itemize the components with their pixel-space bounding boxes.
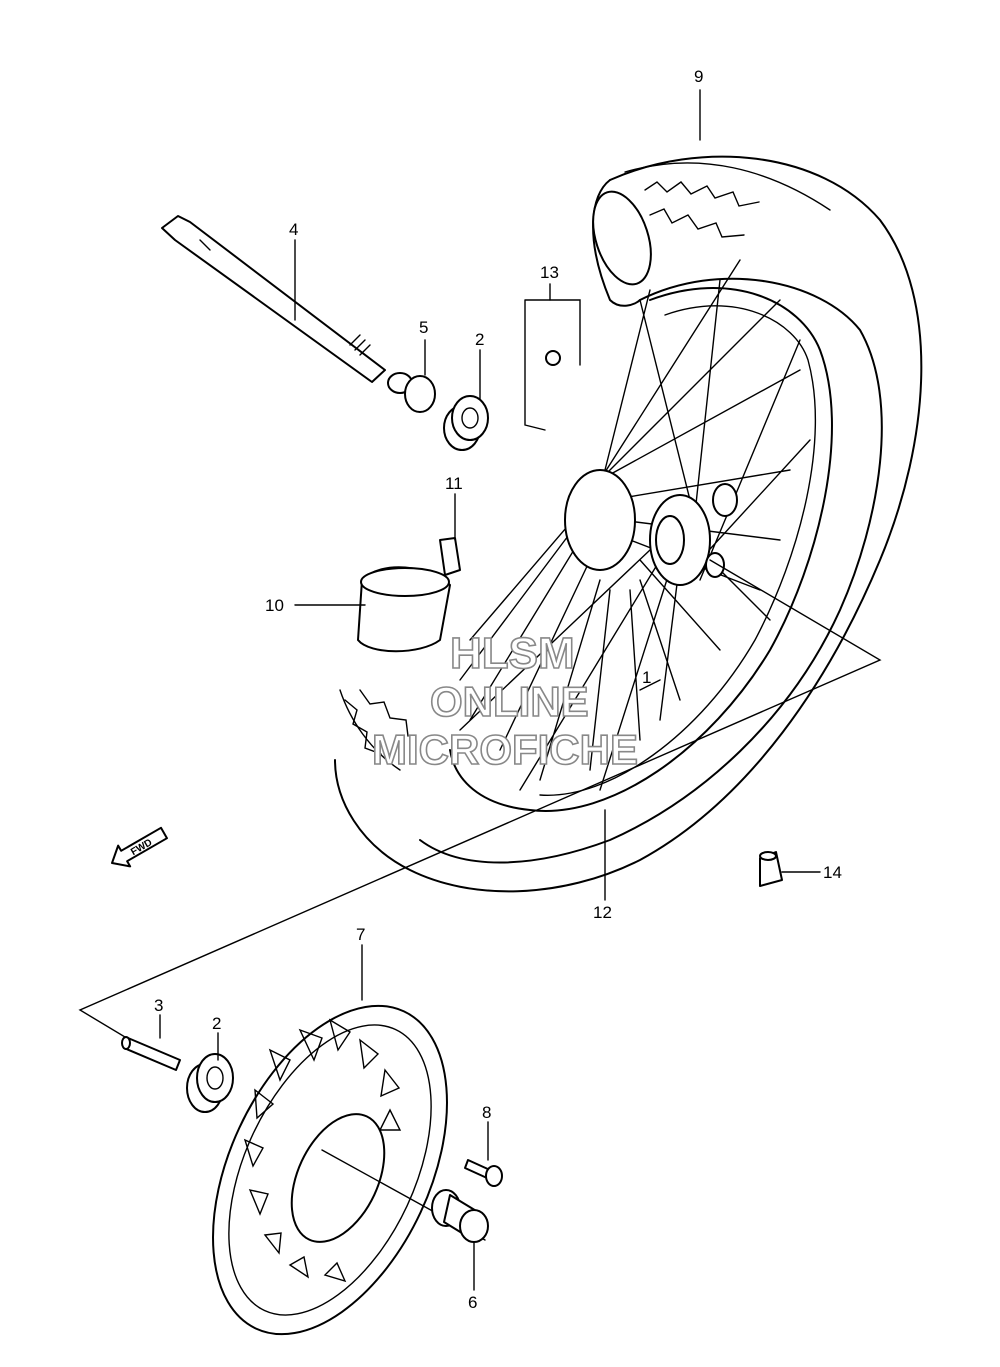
watermark-line-3: MICROFICHE <box>372 726 638 773</box>
callout-6: 6 <box>468 1293 477 1312</box>
callout-labels: 9 4 13 5 2 11 10 1 14 12 7 3 2 8 6 <box>154 67 842 1312</box>
bearing-2-upper <box>443 395 489 451</box>
callout-3: 3 <box>154 996 163 1015</box>
valve-cap <box>759 851 783 887</box>
tire <box>334 155 923 893</box>
hub <box>564 469 738 586</box>
bearing-2-lower <box>186 1053 234 1113</box>
callout-12: 12 <box>593 903 612 922</box>
callout-14: 14 <box>823 863 842 882</box>
callout-1: 1 <box>642 668 651 687</box>
disc-bolt <box>464 1159 503 1187</box>
callout-2-upper: 2 <box>475 330 484 349</box>
rim <box>449 287 833 812</box>
callout-13: 13 <box>540 263 559 282</box>
brake-disc <box>212 1004 486 1336</box>
callout-8: 8 <box>482 1103 491 1122</box>
callout-11: 11 <box>445 474 463 493</box>
callout-2-lower: 2 <box>212 1014 221 1033</box>
forward-arrow-icon: FWD <box>111 826 168 868</box>
collar-6 <box>431 1189 489 1243</box>
watermark-line-1: HLSM <box>450 629 575 678</box>
callout-5: 5 <box>419 318 428 337</box>
explode-lines <box>78 559 882 1041</box>
callout-4: 4 <box>289 220 298 239</box>
callout-10: 10 <box>265 596 284 615</box>
axle <box>161 215 386 383</box>
leader-lines <box>159 89 821 1291</box>
fwd-label: FWD <box>129 837 154 858</box>
watermark: HLSM ONLINE MICROFICHE <box>371 628 639 774</box>
spacer-3 <box>121 1036 181 1071</box>
balancer-bracket <box>524 299 581 431</box>
callout-9: 9 <box>694 67 703 86</box>
collar-5 <box>387 372 436 413</box>
watermark-line-2: ONLINE <box>430 678 589 725</box>
callout-7: 7 <box>356 925 365 944</box>
tube <box>357 537 461 653</box>
